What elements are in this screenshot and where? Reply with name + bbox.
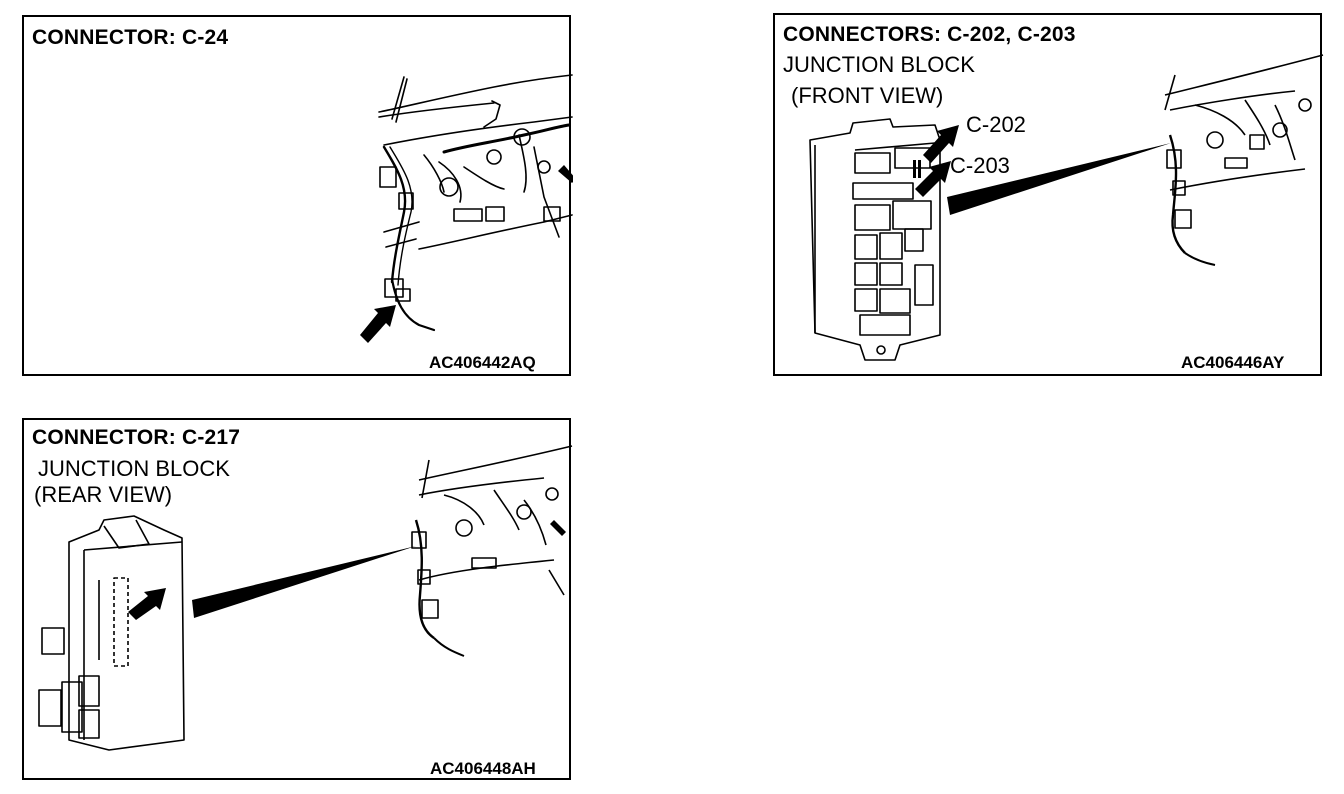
panel-connector-c217: CONNECTOR: C-217 JUNCTION BLOCK (REAR VI… — [22, 418, 573, 780]
panel-title: CONNECTORS: C-202, C-203 — [783, 23, 1076, 46]
arrow-c203-icon — [915, 161, 951, 197]
figure-code: AC406442AQ — [429, 353, 536, 372]
figure-code: AC406448AH — [430, 759, 536, 778]
callout-c203: C-203 — [950, 153, 1010, 178]
subtitle-view: (REAR VIEW) — [34, 482, 173, 507]
view-pointer-wedge — [947, 143, 1171, 215]
junction-block-rear-illustration — [38, 445, 573, 751]
arrow-c217-icon — [128, 588, 166, 620]
panel-title: CONNECTOR: C-217 — [32, 426, 241, 449]
panel-connectors-c202-c203: CONNECTORS: C-202, C-203 JUNCTION BLOCK … — [773, 13, 1324, 376]
subtitle-view: (FRONT VIEW) — [791, 83, 944, 108]
arrow-c202-icon — [923, 125, 959, 163]
panel-title: CONNECTOR: C-24 — [32, 26, 229, 49]
junction-block-front-illustration — [809, 54, 1324, 361]
dashboard-harness-illustration — [360, 74, 573, 343]
view-pointer-wedge — [192, 546, 416, 618]
figure-code: AC406446AY — [1181, 353, 1285, 372]
panel-connector-c24: CONNECTOR: C-24 — [22, 15, 573, 376]
pointer-arrow-icon — [360, 305, 396, 343]
subtitle-junction-block: JUNCTION BLOCK — [783, 52, 975, 77]
subtitle-junction-block: JUNCTION BLOCK — [38, 456, 230, 481]
callout-c202: C-202 — [966, 112, 1026, 137]
